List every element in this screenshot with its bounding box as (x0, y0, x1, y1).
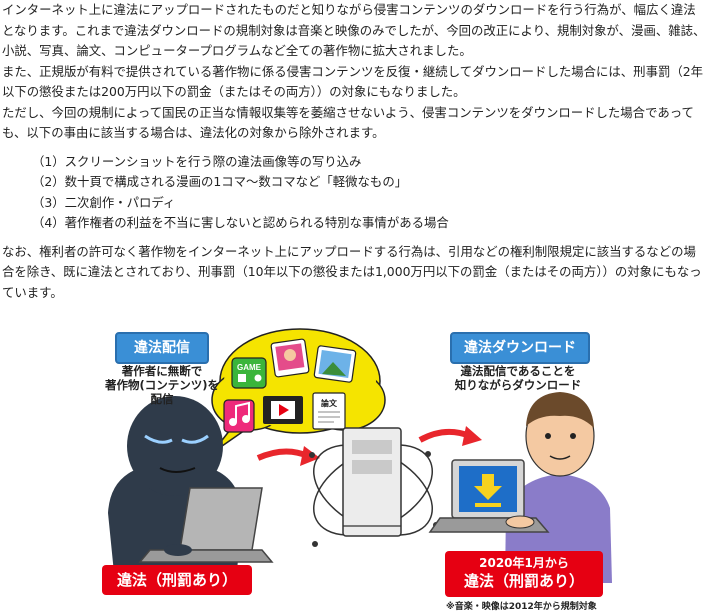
paper-label: 論文 (321, 398, 338, 408)
right-penalty-label: 違法（刑罰あり） (463, 572, 584, 590)
right-penalty-box: 2020年1月から 違法（刑罰あり） (445, 551, 603, 597)
list-item: （3）二次創作・パロディ (32, 194, 176, 210)
illustration: GAME 論文 (0, 318, 712, 612)
illegal-download-label: 違法ダウンロード (450, 332, 590, 364)
left-laptop (138, 487, 274, 563)
list-item: （2）数十頁で構成される漫画の1コマ～数コマなど「軽微なもの」 (32, 174, 408, 189)
illegal-distribution-label: 違法配信 (115, 332, 209, 364)
closing-paragraph: なお、権利者の許可なく著作物をインターネット上にアップロードする行為は、引用など… (2, 243, 702, 300)
video-icon (263, 396, 303, 424)
game-label: GAME (237, 363, 262, 372)
penalty-paragraph: また、正規版が有料で提供されている著作物に係る侵害コンテンツを反復・継続してダウ… (2, 63, 704, 100)
exception-list: （1）スクリーンショットを行う際の違法画像等の写り込み （2）数十頁で構成される… (32, 152, 708, 234)
right-date-label: 2020年1月から (479, 556, 569, 570)
illegal-distribution-caption: 著作者に無断で 著作物(コンテンツ)を 配信 (104, 364, 219, 406)
illegal-download-caption: 違法配信であることを 知りながらダウンロード (454, 364, 582, 392)
picture-icon (313, 345, 357, 383)
list-item: （4）著作権者の利益を不当に害しないと認められる特別な事情がある場合 (32, 215, 449, 230)
server-icon (309, 427, 439, 547)
intro-paragraph: インターネット上に違法にアップロードされたものだと知りながら侵害コンテンツのダウ… (2, 2, 706, 58)
list-item: （1）スクリーンショットを行う際の違法画像等の写り込み (32, 153, 362, 169)
game-icon: GAME (231, 357, 267, 389)
download-arrow (418, 426, 482, 446)
document-icon: 論文 (312, 392, 346, 430)
left-penalty-label: 違法（刑罰あり） (102, 565, 252, 595)
exception-paragraph: ただし、今回の規制によって国民の正当な情報収集等を萎縮させないよう、侵害コンテン… (2, 104, 694, 141)
footnote: ※音楽・映像は2012年から規制対象 (446, 602, 597, 612)
music-icon (223, 399, 255, 433)
article-body: インターネット上に違法にアップロードされたものだと知りながら侵害コンテンツのダウ… (2, 0, 708, 303)
photo-icon (270, 338, 310, 378)
right-laptop (428, 459, 550, 533)
